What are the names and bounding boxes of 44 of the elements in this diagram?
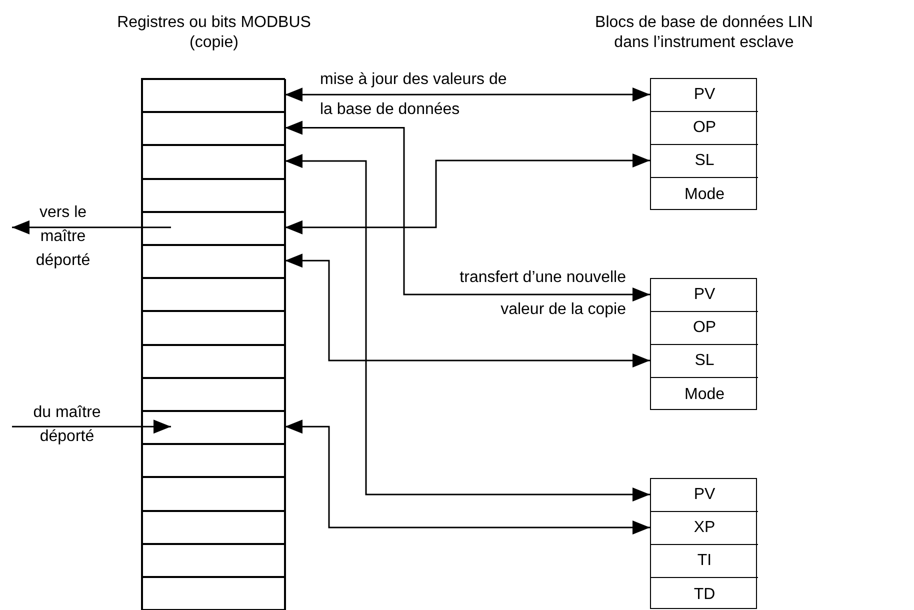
arrow <box>12 220 171 234</box>
register-cell <box>142 378 286 411</box>
database-block <box>650 478 757 609</box>
arrow <box>285 420 650 534</box>
register-cell <box>142 79 286 112</box>
register-cell <box>142 178 286 212</box>
data-cell: SL <box>651 345 758 378</box>
edge-label: transfert d’une nouvelle valeur de la copie <box>458 268 626 320</box>
data-cell: OP <box>651 112 758 145</box>
database-block <box>650 278 757 410</box>
edge-label: du maître déporté <box>32 403 102 447</box>
data-cell: SL <box>651 145 758 178</box>
register-cell <box>142 278 286 312</box>
arrow <box>12 420 171 434</box>
edge-label: vers le maître déporté <box>34 203 92 271</box>
arrow <box>285 88 650 102</box>
register-cell <box>142 577 286 610</box>
arrow <box>285 154 650 502</box>
arrow <box>285 254 650 368</box>
data-cell: XP <box>651 512 758 545</box>
register-cell <box>142 212 286 245</box>
data-cell: OP <box>651 312 758 345</box>
register-cell <box>142 411 286 444</box>
data-cell: Mode <box>651 178 758 211</box>
register-cell <box>142 245 286 278</box>
data-cell: PV <box>651 79 758 112</box>
data-cell: Mode <box>651 378 758 411</box>
register-cell <box>142 145 286 179</box>
register-cell <box>142 510 286 544</box>
column-heading: Registres ou bits MODBUS (copie) <box>116 13 312 53</box>
edge-label: mise à jour des valeurs de la base de données <box>320 70 508 120</box>
register-cell <box>142 444 286 478</box>
arrow <box>285 154 650 234</box>
data-cell: TI <box>651 545 758 578</box>
register-cell <box>142 344 286 378</box>
data-cell: PV <box>651 479 758 512</box>
arrow <box>285 120 650 302</box>
register-cell <box>142 477 286 511</box>
data-cell: PV <box>651 279 758 312</box>
register-cell <box>142 112 286 146</box>
column-heading: Blocs de base de données LIN dans l’instrument esclave <box>594 13 814 53</box>
register-cell <box>142 544 286 577</box>
register-cell <box>142 311 286 345</box>
data-cell: TD <box>651 578 758 610</box>
